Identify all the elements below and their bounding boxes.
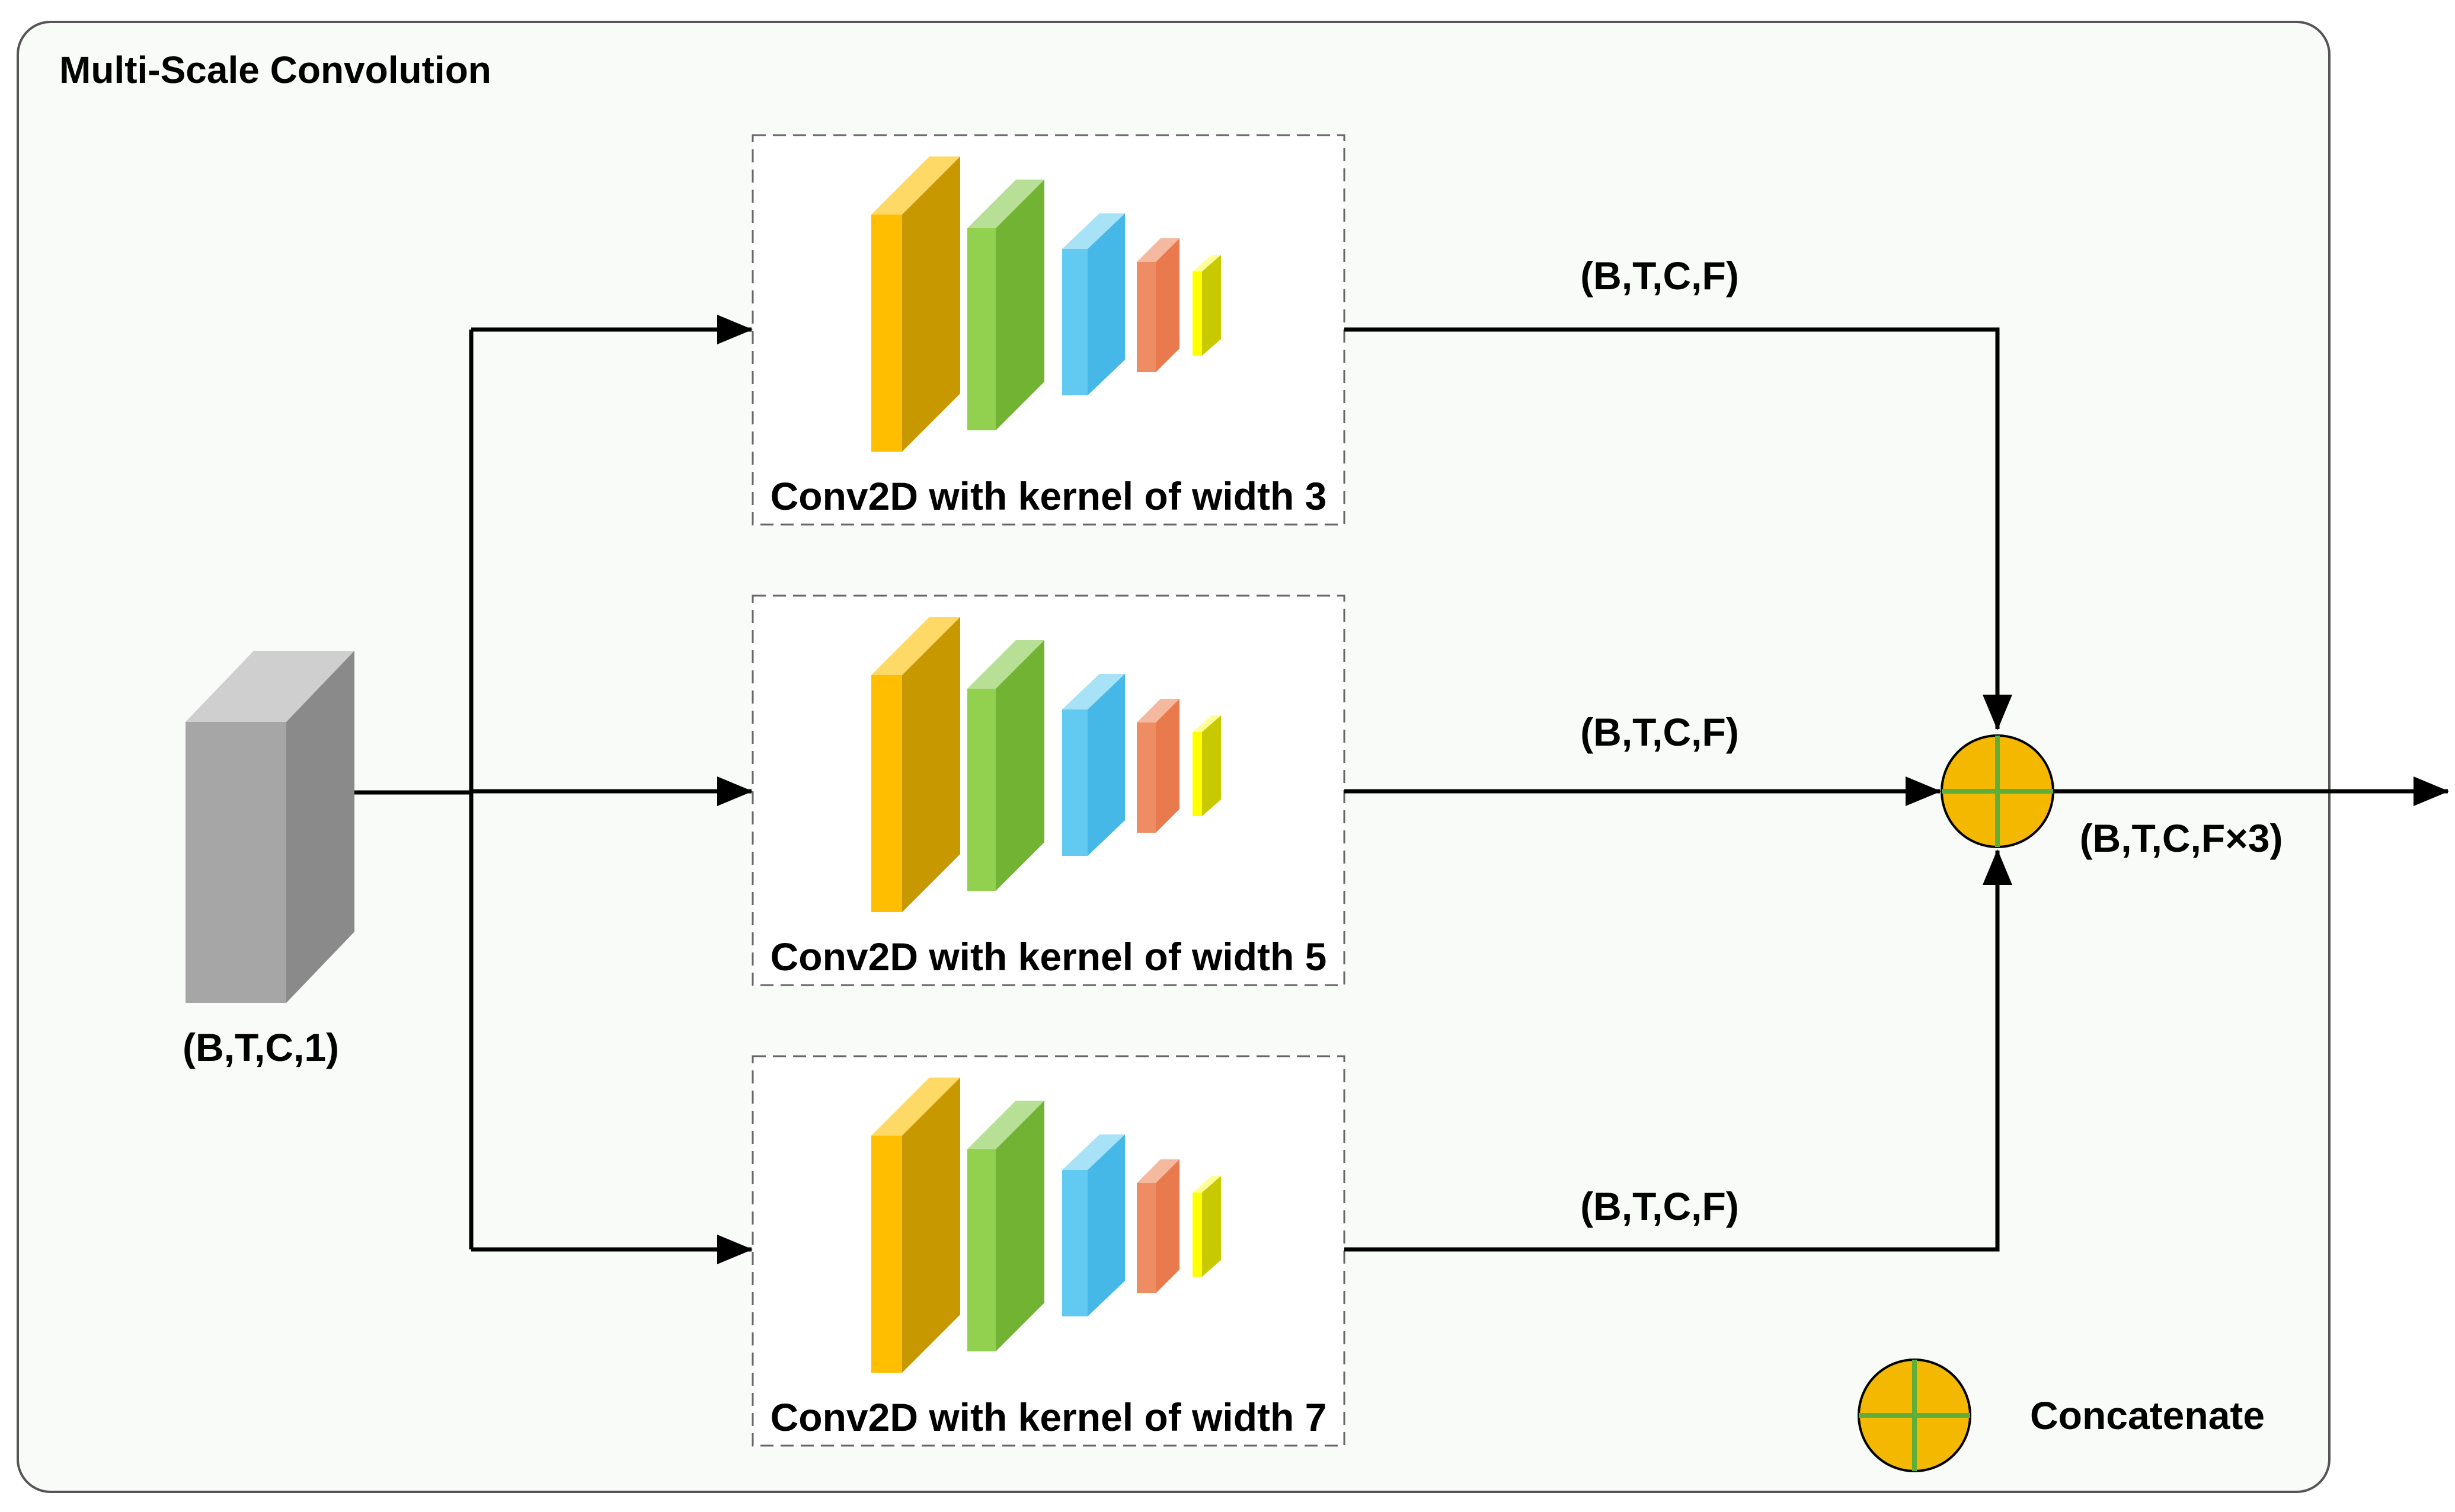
branch-1-output-label: (B,T,C,F) bbox=[1580, 254, 1739, 298]
input-shape-label: (B,T,C,1) bbox=[183, 1025, 339, 1069]
branch-2-layers bbox=[871, 617, 1221, 912]
branch-1-layers bbox=[871, 156, 1221, 452]
legend-concatenate-icon bbox=[1858, 1358, 1971, 1472]
branch-3-box bbox=[752, 1055, 1345, 1447]
branch-3: Conv2D with kernel of width 7 bbox=[752, 1055, 1345, 1447]
legend-concatenate-label: Concatenate bbox=[2030, 1393, 2265, 1437]
branch-3-label: Conv2D with kernel of width 7 bbox=[771, 1395, 1327, 1439]
concatenate-node bbox=[1941, 734, 2054, 848]
branch-2-box bbox=[752, 594, 1345, 986]
input-connectors bbox=[354, 315, 753, 1264]
branch-2: Conv2D with kernel of width 5 bbox=[752, 594, 1345, 986]
output-shape-label: (B,T,C,F×3) bbox=[2080, 816, 2283, 860]
branch-2-output-label: (B,T,C,F) bbox=[1580, 710, 1739, 754]
output-connectors bbox=[1344, 327, 2449, 1252]
branch-3-layers bbox=[871, 1078, 1221, 1373]
panel-title: Multi-Scale Convolution bbox=[59, 49, 491, 91]
branch-2-label: Conv2D with kernel of width 5 bbox=[771, 935, 1327, 979]
branch-1: Conv2D with kernel of width 3 bbox=[752, 134, 1345, 526]
branch-1-label: Conv2D with kernel of width 3 bbox=[771, 474, 1327, 518]
branch-1-box bbox=[752, 134, 1345, 526]
input-block bbox=[186, 651, 354, 1003]
branch-3-output-label: (B,T,C,F) bbox=[1580, 1184, 1739, 1228]
